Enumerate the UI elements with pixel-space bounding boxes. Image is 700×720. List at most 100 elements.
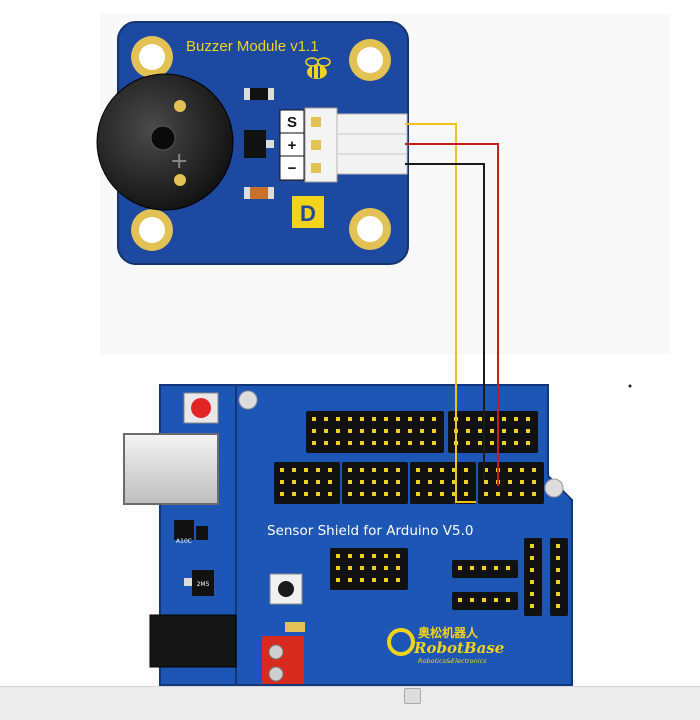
pin-label-plus: + [288,137,297,154]
header-pin [348,429,352,433]
mounting-hole-bottom-right [349,208,391,250]
shield-title: Sensor Shield for Arduino V5.0 [267,523,473,539]
header-pin [466,429,470,433]
wires [405,123,499,503]
header-pin [490,429,494,433]
header-pin [520,492,524,496]
regulator-label: A10C [176,538,192,545]
header-vertical-2 [550,538,568,616]
header-pin [372,429,376,433]
header-pin [372,566,376,570]
header-pin [384,566,388,570]
brand-tagline: Robotics&Electronics [418,657,487,665]
header-pin [502,417,506,421]
smd-resistor-bottom [244,187,274,199]
header-pin [466,441,470,445]
header-pin [508,480,512,484]
header-pin [360,578,364,582]
dc-power-jack [149,614,237,668]
header-pin [384,578,388,582]
ic-chip: 2M5 [184,570,214,596]
header-pin [360,429,364,433]
header-pin [396,480,400,484]
header-pin [316,468,320,472]
header-pin [384,492,388,496]
header-pin [360,480,364,484]
header-pin [532,468,536,472]
brand-name: RobotBase [413,639,504,657]
header-sensor-3 [410,462,476,504]
header-pin [514,429,518,433]
header-pin [336,441,340,445]
header-pin [556,556,560,560]
header-pin [416,492,420,496]
header-pin [470,598,474,602]
header-sensor-1 [274,462,340,504]
header-pin [396,417,400,421]
header-pin [490,417,494,421]
header-pin [312,429,316,433]
mounting-hole [238,390,258,410]
header-pin [494,598,498,602]
header-pin [420,429,424,433]
header-pin [440,468,444,472]
header-pin [336,566,340,570]
header-pin [466,417,470,421]
header-pin [530,604,534,608]
horizontal-scrollbar[interactable] [0,686,700,720]
header-pin [530,592,534,596]
header-pin [532,492,536,496]
header-pin [408,429,412,433]
pin-headers [274,411,568,616]
pin-label-box: S + − [279,109,305,181]
header-pin [506,598,510,602]
header-pin [506,566,510,570]
header-pin [372,554,376,558]
header-pin [556,544,560,548]
header-pin [292,492,296,496]
header-pin [452,468,456,472]
header-pin [372,480,376,484]
header-pin [384,429,388,433]
jumper [285,622,305,632]
header-pin [526,429,530,433]
header-pin [556,568,560,572]
robotbase-logo: 奥松机器人 RobotBase Robotics&Electronics [386,620,510,666]
header-pin [360,468,364,472]
logo-letter: D [300,201,316,226]
header-pin [494,566,498,570]
header-pin [384,468,388,472]
header-pin [440,480,444,484]
chip-label: 2M5 [197,581,210,588]
header-pin [328,480,332,484]
header-pin [324,417,328,421]
module-title: Buzzer Module v1.1 [186,38,319,55]
header-digital-top [306,411,444,453]
mounting-hole [544,478,564,498]
header-pin [304,468,308,472]
header-pin [508,468,512,472]
header-small-1 [452,560,518,578]
header-pin [530,568,534,572]
header-pin [484,468,488,472]
header-pin [336,417,340,421]
header-pin [532,480,536,484]
header-pin [514,441,518,445]
header-pin [372,417,376,421]
header-pin [280,492,284,496]
header-pin [348,492,352,496]
header-pin [458,566,462,570]
header-pin [440,492,444,496]
header-pin [304,480,308,484]
header-pin [280,468,284,472]
header-pin [348,441,352,445]
header-small-2 [452,592,518,610]
header-pin [348,468,352,472]
scrollbar-thumb[interactable] [404,688,421,704]
header-pin [452,492,456,496]
bee-icon [305,57,331,79]
header-pin [428,492,432,496]
header-pin [520,468,524,472]
header-pin [372,492,376,496]
